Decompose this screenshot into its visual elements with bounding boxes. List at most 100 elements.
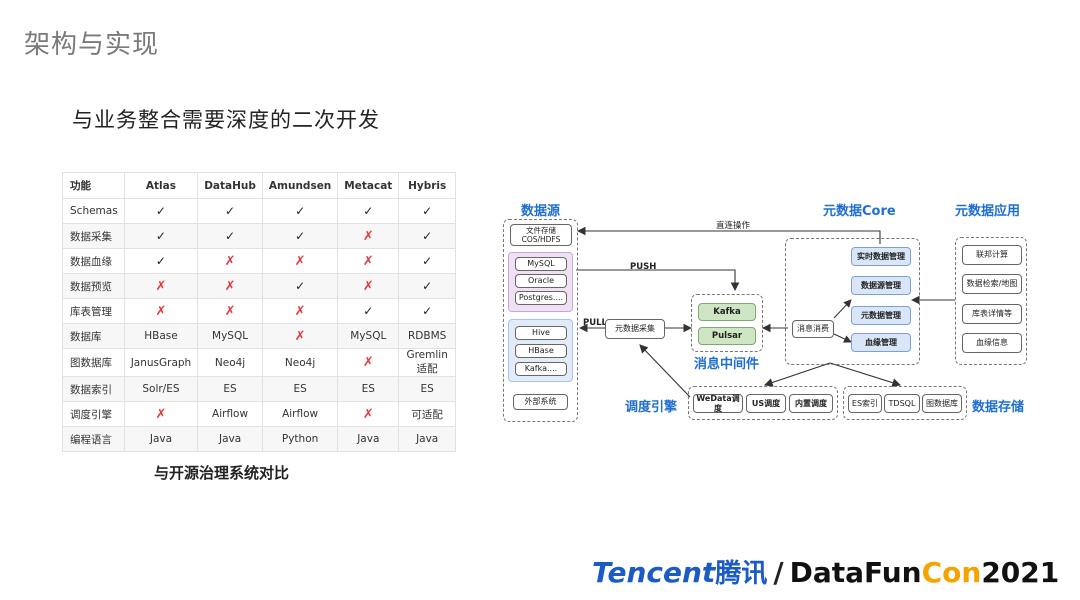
app-data-search-map: 数据检索/地图 [962,274,1022,294]
scheduler-us: US调度 [746,394,786,413]
scheduler-wedata: WeData调度 [693,394,743,413]
table-cell: Java [337,426,400,452]
direct-op-label: 直连操作 [716,221,751,231]
pull-label: PULL [583,318,607,328]
feature-name-cell: Schemas [62,198,125,224]
table-cell: RDBMS [398,323,456,349]
table-cell: HBase [123,323,199,349]
table-cell: ✓ [398,198,456,224]
table-cell: ✓ [337,198,400,224]
source-oracle: Oracle [515,274,567,288]
table-caption: 与开源治理系统对比 [154,464,290,482]
feature-name-cell: 数据预览 [62,273,125,299]
table-cell: ✓ [261,273,339,299]
storage-es-index: ES索引 [848,394,882,413]
external-system-node: 外部系统 [513,394,568,410]
feature-name-cell: 调度引擎 [62,401,125,427]
core-lineage-mgmt: 血缘管理 [851,333,911,352]
mq-kafka: Kafka [698,303,756,321]
feature-name-cell: 数据采集 [62,223,125,249]
scheduler-builtin: 内置调度 [789,394,833,413]
table-cell: Java [197,426,263,452]
table-header-cell: Metacat [337,172,400,199]
message-consumer-node: 消息消费 [792,320,834,338]
scheduler-label: 调度引擎 [625,400,678,415]
table-cell: Solr/ES [123,376,199,402]
tencent-wordmark: Tencent [592,556,716,589]
table-cell: Java [398,426,456,452]
table-cell: ✗ [261,298,339,324]
source-postgres: Postgres.... [515,291,567,305]
source-container [503,219,578,422]
source-hive: Hive [515,326,567,340]
table-cell: ✓ [197,198,263,224]
app-container [955,237,1027,365]
mq-pulsar: Pulsar [698,327,756,345]
table-cell: Python [261,426,339,452]
app-label: 元数据应用 [955,204,1021,219]
direct-op-arrow [576,226,881,244]
app-lineage-info: 血缘信息 [962,333,1022,353]
table-row: Schemas✓✓✓✓✓ [62,198,456,224]
file-storage-node: 文件存储 COS/HDFS [510,224,572,246]
logo-slash: / [773,556,784,589]
table-cell: ✓ [197,223,263,249]
core-datasource-mgmt: 数据源管理 [851,276,911,295]
table-cell: ✓ [261,223,339,249]
table-cell: ✗ [123,273,199,299]
table-cell: ✗ [337,223,400,249]
table-cell: ✓ [398,298,456,324]
source-kafka: Kafka.... [515,362,567,376]
table-cell: ES [337,376,400,402]
app-federated-compute: 联邦计算 [962,245,1022,265]
table-header-cell: Atlas [123,172,199,199]
source-mysql: MySQL [515,257,567,271]
table-cell: MySQL [197,323,263,349]
table-header-cell: Amundsen [261,172,339,199]
table-row: 库表管理✗✗✗✓✓ [62,298,456,324]
con-wordmark: Con [921,556,982,589]
table-header-cell: DataHub [197,172,263,199]
feature-name-cell: 编程语言 [62,426,125,452]
table-cell: Airflow [261,401,339,427]
table-cell: Java [123,426,199,452]
source-hbase: HBase [515,344,567,358]
table-cell: ES [398,376,456,402]
table-cell: ✓ [398,223,456,249]
storage-graph-db: 图数据库 [922,394,962,413]
table-row: 数据采集✓✓✓✗✓ [62,223,456,249]
table-cell: MySQL [337,323,400,349]
datafun-wordmark: DataFun [789,556,922,589]
core-container [785,238,920,365]
table-header-cell: Hybris [398,172,456,199]
table-row: 数据预览✗✗✓✗✓ [62,273,456,299]
storage-container [843,386,967,420]
mq-label: 消息中间件 [694,357,760,372]
table-cell: ✗ [337,348,400,377]
app-table-details: 库表详情等 [962,304,1022,324]
table-cell: ✓ [261,198,339,224]
table-cell: ES [261,376,339,402]
metadata-collector-node: 元数据采集 [605,319,665,339]
storage-label: 数据存储 [972,400,1025,415]
core-label: 元数据Core [823,204,896,219]
tencent-datafuncon-logo: Tencent腾讯/DataFunCon2021 [592,553,1059,590]
table-cell: ✓ [398,273,456,299]
page-subtitle: 与业务整合需要深度的二次开发 [72,108,380,132]
table-cell: ✓ [123,223,199,249]
core-realtime-data-mgmt: 实时数据管理 [851,247,911,266]
table-cell: ES [197,376,263,402]
year-wordmark: 2021 [981,556,1060,589]
table-cell: ✗ [337,401,400,427]
table-header-cell: 功能 [62,172,125,199]
feature-name-cell: 数据血缘 [62,248,125,274]
scheduler-to-collector-arrow [639,344,691,398]
table-cell: ✗ [123,298,199,324]
push-label: PUSH [630,262,657,272]
scheduler-container [688,386,838,420]
source-label: 数据源 [521,204,561,219]
core-metadata-mgmt: 元数据管理 [851,306,911,325]
